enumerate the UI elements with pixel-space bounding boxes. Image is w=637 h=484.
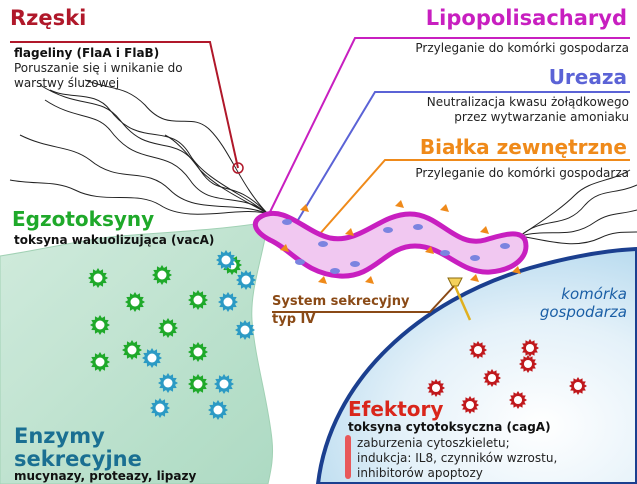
egzotoksyny-sub: toksyna wakuolizująca (vacA): [14, 234, 214, 248]
flagella-right: [520, 170, 637, 244]
effector-desc-bar: [345, 435, 351, 479]
rzeski-title: Rzęski: [10, 6, 86, 30]
enzymy-title-2: sekrecyjne: [14, 447, 142, 471]
host-cell-label-2: gospodarza: [540, 304, 627, 321]
bialka-title: Białka zewnętrzne: [420, 136, 627, 159]
efektory-sub: toksyna cytotoksyczna (cagA): [348, 421, 551, 435]
lipopolisacharyd-desc: Przyleganie do komórki gospodarza: [415, 42, 629, 56]
bacterium-body: [255, 213, 526, 276]
host-cell-label-1: komórka: [561, 286, 627, 303]
flagella-left: [10, 80, 268, 214]
system-title-2: typ IV: [272, 313, 315, 328]
ureaza-desc-1: Neutralizacja kwasu żołądkowego: [427, 96, 629, 110]
enzymy-desc: mucynazy, proteazy, lipazy: [14, 470, 196, 484]
efektory-desc-3: inhibitorów apoptozy: [357, 467, 483, 481]
rzeski-sub: flageliny (FlaA i FlaB): [14, 47, 159, 61]
rzeski-desc-2: warstwy śluzowej: [14, 77, 119, 91]
efektory-desc-2: indukcja: IL8, czynników wzrostu,: [357, 452, 557, 466]
bialka-desc: Przyleganie do komórki gospodarza: [415, 167, 629, 181]
system-title-1: System sekrecyjny: [272, 295, 409, 310]
rzeski-desc-1: Poruszanie się i wnikanie do: [14, 62, 183, 76]
ureaza-title: Ureaza: [549, 66, 627, 89]
ureaza-desc-2: przez wytwarzanie amoniaku: [454, 111, 629, 125]
enzymy-title-1: Enzymy: [14, 424, 105, 448]
lipopolisacharyd-title: Lipopolisacharyd: [426, 6, 627, 30]
efektory-title: Efektory: [348, 398, 443, 421]
egzotoksyny-title: Egzotoksyny: [12, 208, 154, 231]
efektory-desc-1: zaburzenia cytoszkieletu;: [357, 437, 510, 451]
